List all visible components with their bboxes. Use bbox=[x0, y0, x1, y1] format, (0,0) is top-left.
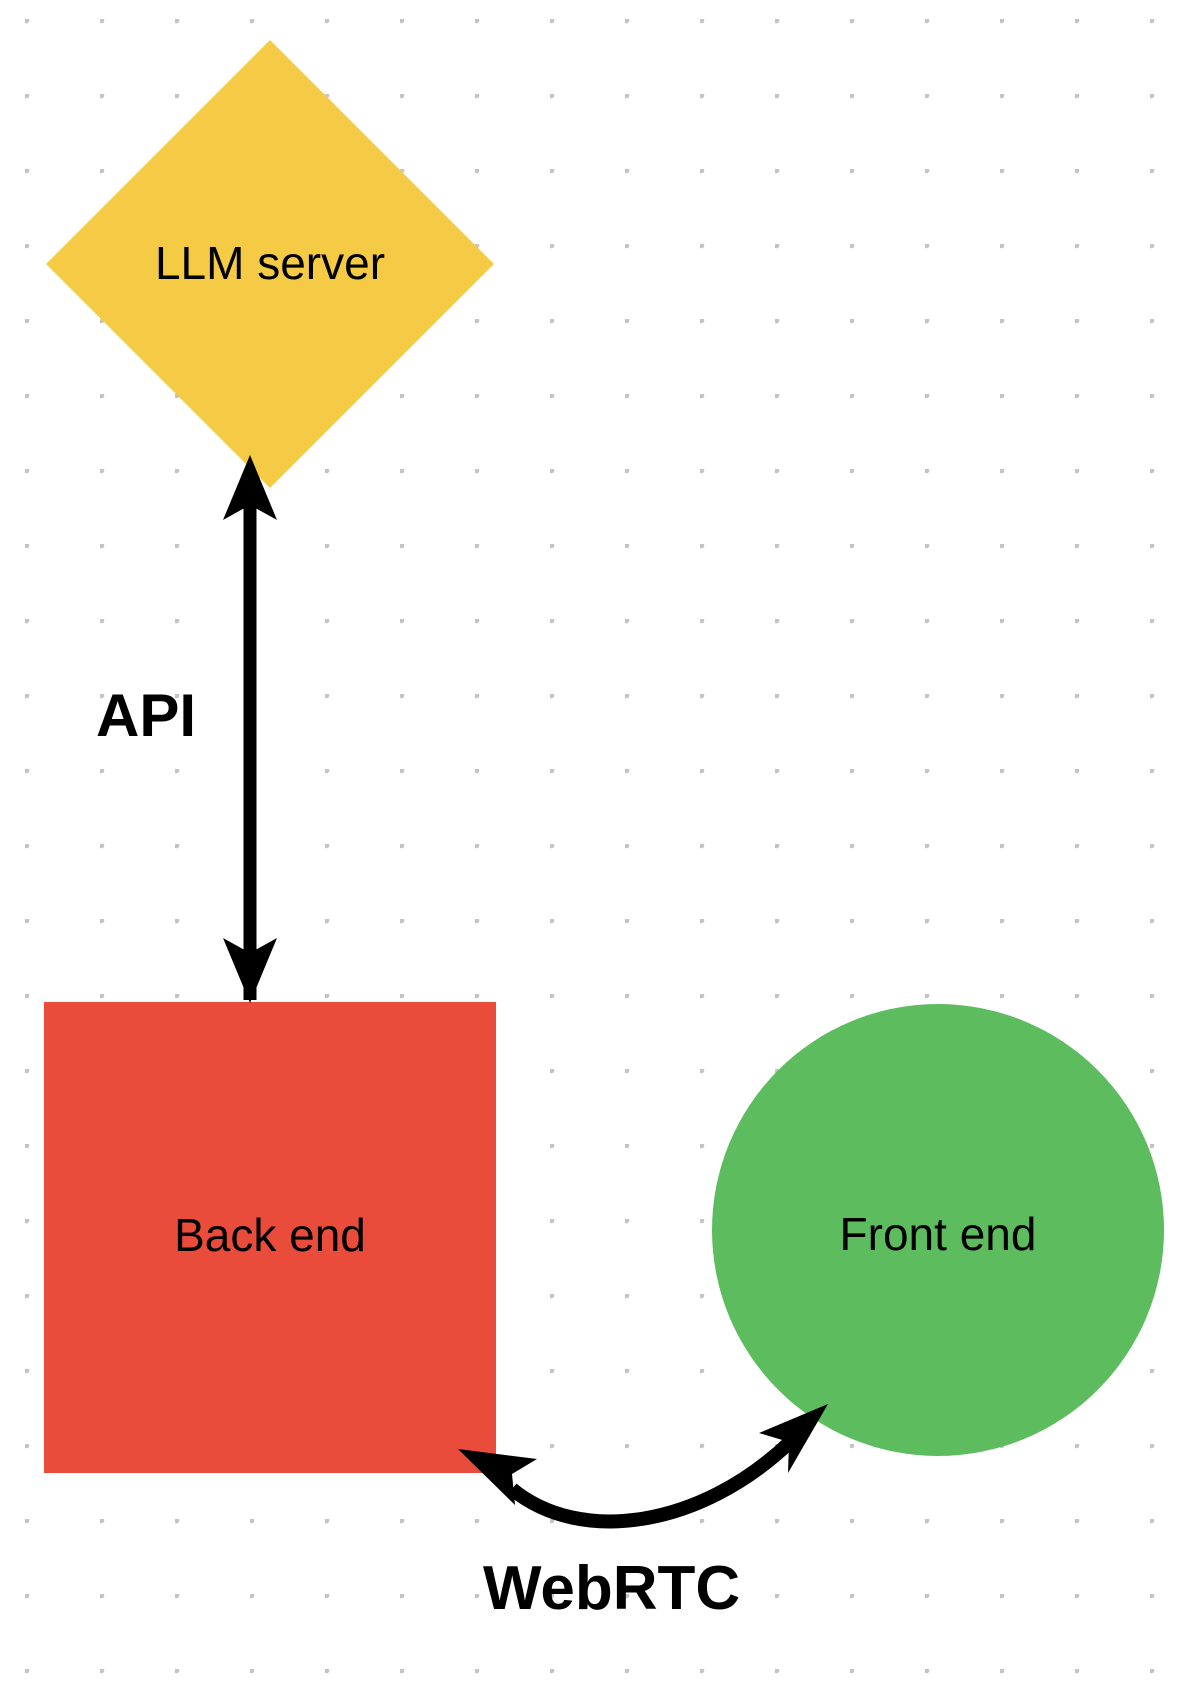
node-front-end-shape[interactable] bbox=[712, 1004, 1164, 1456]
edge-webrtc-label: WebRTC bbox=[483, 1554, 741, 1623]
edge-webrtc-arrow[interactable] bbox=[458, 1404, 828, 1529]
api-arrowhead-down bbox=[223, 938, 277, 1003]
node-front-end-label: Front end bbox=[839, 1208, 1037, 1260]
node-back-end-shape[interactable] bbox=[44, 1002, 496, 1473]
edge-api-label: API bbox=[96, 682, 197, 749]
webrtc-arrowhead-right bbox=[759, 1404, 828, 1473]
webrtc-arrowhead-left bbox=[458, 1449, 537, 1505]
node-llm-server-label: LLM server bbox=[154, 237, 386, 289]
api-arrowhead-up bbox=[223, 455, 277, 520]
node-back-end-label: Back end bbox=[174, 1209, 366, 1261]
edge-api-arrow[interactable] bbox=[223, 455, 277, 1003]
node-llm-server-shape[interactable] bbox=[46, 40, 494, 488]
